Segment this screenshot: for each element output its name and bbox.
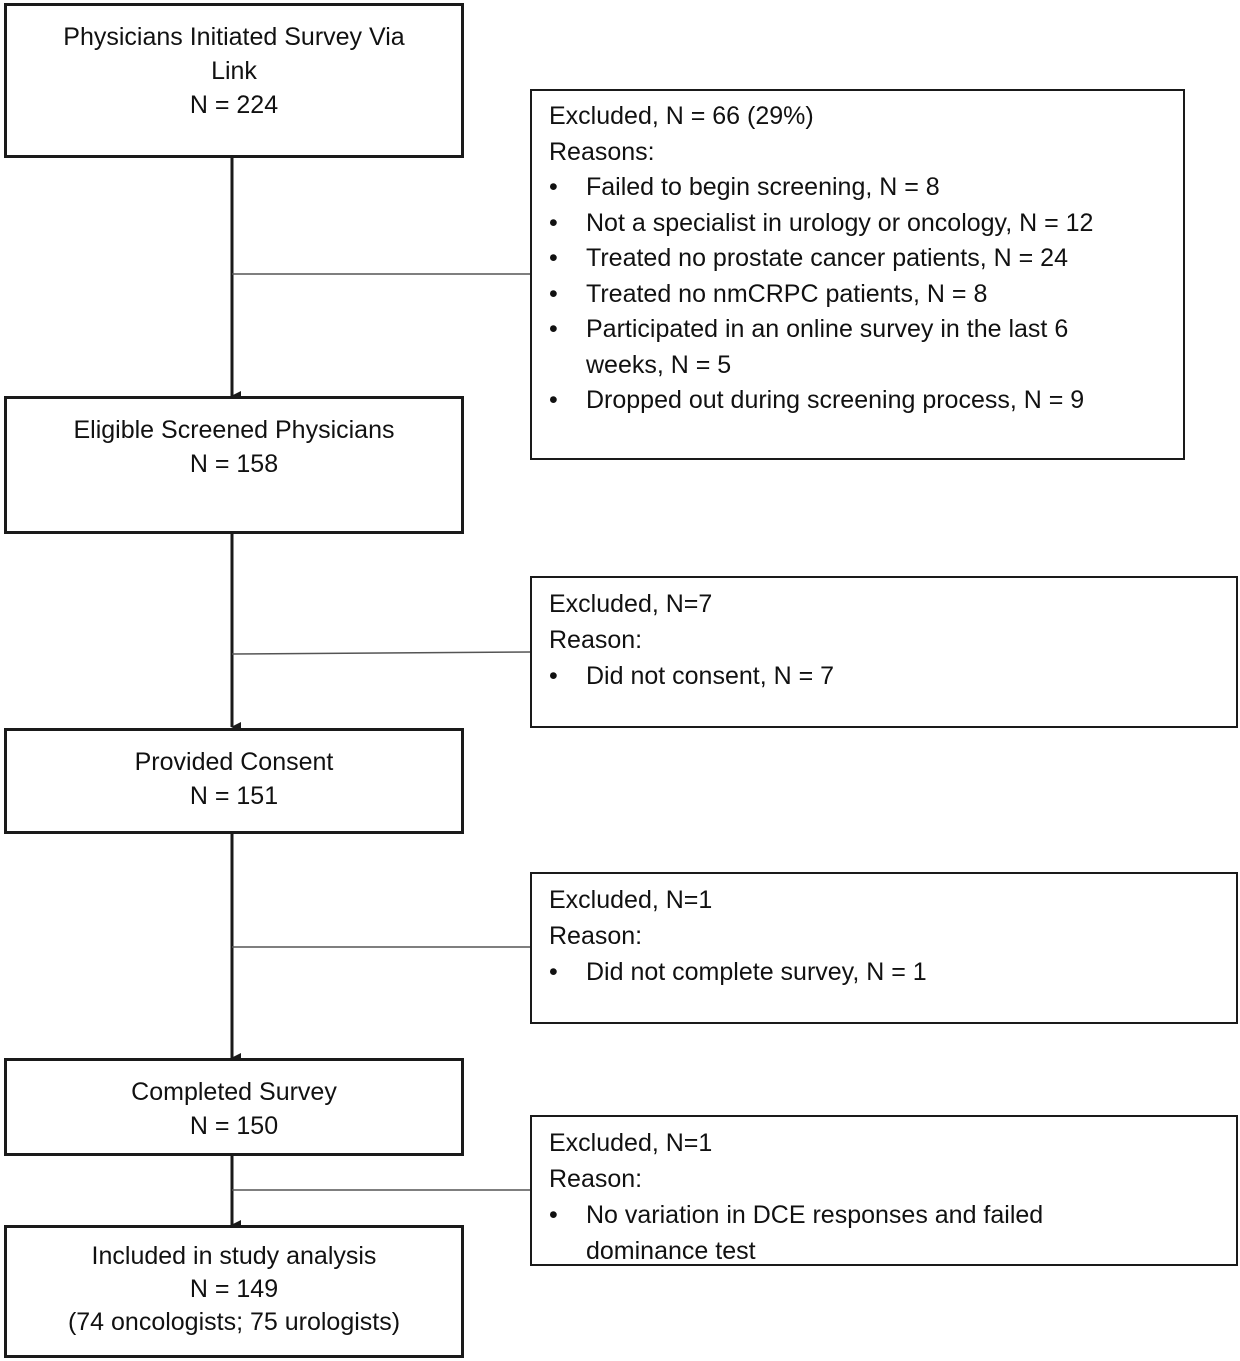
exclusion-3-reason-label: Reason: — [549, 922, 643, 950]
branch-line-exclusion-2 — [231, 651, 532, 655]
step-1-count: N = 224 — [189, 91, 279, 119]
step-5-count: N = 149 — [189, 1275, 279, 1303]
step-5-line-1: Included in study analysis — [91, 1242, 377, 1270]
exclusion-3-title: Excluded, N=1 — [549, 886, 713, 914]
reason-text-continued: dominance test — [586, 1237, 756, 1265]
step-box-included: Included in study analysis N = 149 (74 o… — [4, 1225, 464, 1358]
exclusion-4-title: Excluded, N=1 — [549, 1129, 713, 1157]
step-box-eligible: Eligible Screened Physicians N = 158 — [4, 396, 464, 534]
exclusion-1-title: Excluded, N = 66 (29%) — [549, 102, 814, 130]
exclusion-2-title: Excluded, N=7 — [549, 590, 713, 618]
step-4-line-1: Completed Survey — [131, 1078, 337, 1106]
exclusion-4-reason-item: • No variation in DCE responses and fail… — [549, 1197, 1226, 1269]
exclusion-3-reason-item: • Did not complete survey, N = 1 — [549, 954, 1226, 990]
exclusion-1-reason-item: • Not a specialist in urology or oncolog… — [549, 206, 1173, 242]
exclusion-1-reason-item: • Failed to begin screening, N = 8 — [549, 170, 1173, 206]
exclusion-box-3: Excluded, N=1 Reason: • Did not complete… — [530, 872, 1238, 1024]
bullet-icon: • — [549, 1201, 558, 1229]
bullet-icon: • — [549, 173, 558, 201]
reason-text: Not a specialist in urology or oncology,… — [586, 208, 1094, 237]
reason-text: Failed to begin screening, N = 8 — [586, 173, 940, 201]
bullet-icon: • — [549, 244, 558, 272]
exclusion-2-reason-label: Reason: — [549, 626, 643, 654]
bullet-icon: • — [549, 208, 558, 237]
reason-text: No variation in DCE responses and failed — [586, 1201, 1044, 1229]
exclusion-1-reason-item: • Dropped out during screening process, … — [549, 383, 1173, 419]
exclusion-box-2: Excluded, N=7 Reason: • Did not consent,… — [530, 576, 1238, 728]
step-box-consent: Provided Consent N = 151 — [4, 728, 464, 834]
reason-text: Did not complete survey, N = 1 — [586, 958, 927, 986]
bullet-icon: • — [549, 958, 558, 986]
step-1-line-2: Link — [211, 57, 257, 85]
exclusion-4-reason-label: Reason: — [549, 1165, 643, 1193]
step-5-breakdown: (74 oncologists; 75 urologists) — [67, 1308, 401, 1336]
exclusion-4-reason-list: • No variation in DCE responses and fail… — [549, 1197, 1226, 1269]
reason-text: Did not consent, N = 7 — [586, 662, 835, 690]
reason-text: Participated in an online survey in the … — [586, 315, 1069, 343]
step-4-count: N = 150 — [189, 1112, 279, 1140]
reason-text: Dropped out during screening process, N … — [586, 386, 1085, 414]
step-3-count: N = 151 — [189, 782, 279, 810]
bullet-icon: • — [549, 662, 558, 690]
bullet-icon: • — [549, 279, 558, 308]
step-2-count: N = 158 — [189, 450, 279, 478]
exclusion-1-reason-item: • Treated no nmCRPC patients, N = 8 — [549, 277, 1173, 313]
step-3-line-1: Provided Consent — [134, 748, 334, 776]
step-1-line-1: Physicians Initiated Survey Via — [63, 23, 405, 51]
reason-text: Treated no prostate cancer patients, N =… — [586, 244, 1068, 272]
exclusion-1-reason-item: • Participated in an online survey in th… — [549, 312, 1173, 383]
exclusion-box-4: Excluded, N=1 Reason: • No variation in … — [530, 1115, 1238, 1266]
reason-text-continued: weeks, N = 5 — [586, 350, 732, 379]
step-2-line-1: Eligible Screened Physicians — [73, 416, 395, 444]
exclusion-box-1: Excluded, N = 66 (29%) Reasons: • Failed… — [530, 89, 1185, 460]
exclusion-1-reasons-label: Reasons: — [549, 137, 655, 166]
bullet-icon: • — [549, 315, 558, 343]
step-box-initiated: Physicians Initiated Survey Via Link N =… — [4, 3, 464, 158]
exclusion-1-reason-list: • Failed to begin screening, N = 8 • Not… — [549, 170, 1173, 419]
exclusion-3-reason-list: • Did not complete survey, N = 1 — [549, 954, 1226, 990]
bullet-icon: • — [549, 386, 558, 414]
exclusion-2-reason-item: • Did not consent, N = 7 — [549, 658, 1226, 694]
step-box-completed: Completed Survey N = 150 — [4, 1058, 464, 1156]
exclusion-2-reason-list: • Did not consent, N = 7 — [549, 658, 1226, 694]
reason-text: Treated no nmCRPC patients, N = 8 — [586, 279, 988, 308]
exclusion-1-reason-item: • Treated no prostate cancer patients, N… — [549, 241, 1173, 277]
